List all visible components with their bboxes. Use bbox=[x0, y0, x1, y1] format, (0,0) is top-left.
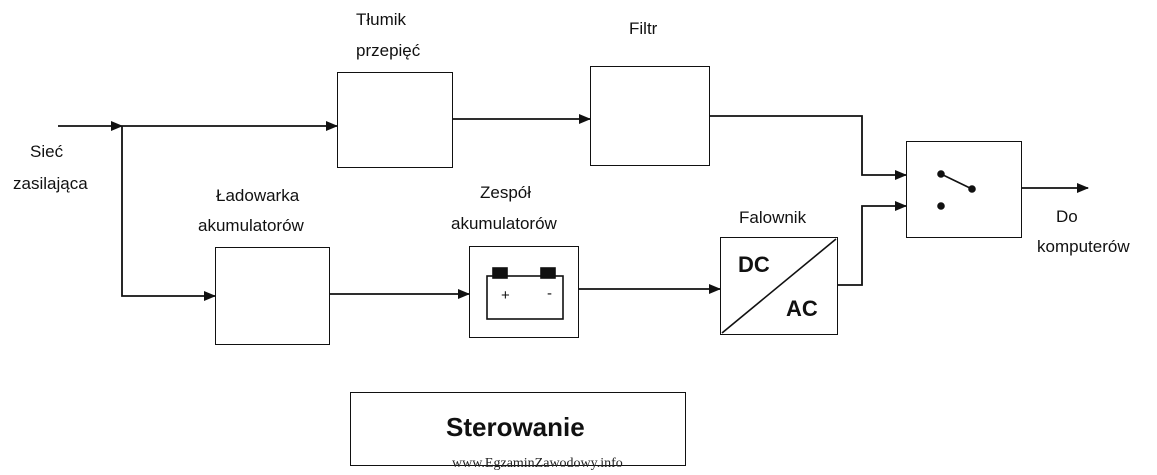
control-box bbox=[350, 392, 686, 466]
battery-icon bbox=[486, 267, 564, 320]
line-inverter-to-switch bbox=[838, 201, 907, 286]
output-label-1: Do bbox=[1056, 207, 1078, 226]
battery-pack-label-2: akumulatorów bbox=[451, 214, 557, 233]
charger-box bbox=[215, 247, 330, 345]
charger-label-1: Ładowarka bbox=[216, 186, 300, 205]
filter-label: Filtr bbox=[629, 19, 658, 38]
line-to-charger bbox=[121, 126, 216, 301]
output-label-2: komputerów bbox=[1037, 237, 1130, 256]
battery-box bbox=[469, 246, 579, 338]
line-filter-to-switch bbox=[710, 115, 907, 180]
surge-suppressor-box bbox=[337, 72, 453, 168]
suppressor-label-1: Tłumik bbox=[356, 10, 407, 29]
battery-plus-label: + bbox=[501, 287, 510, 304]
watermark: www.EgzaminZawodowy.info bbox=[452, 456, 623, 471]
inverter-label: Falownik bbox=[739, 208, 807, 227]
suppressor-label-2: przepięć bbox=[356, 41, 421, 60]
battery-pack-label-1: Zespół bbox=[480, 183, 532, 202]
dc-label: DC bbox=[738, 252, 770, 277]
switch-icon bbox=[937, 170, 976, 210]
inverter-box bbox=[720, 237, 838, 335]
mains-label-1: Sieć bbox=[30, 142, 64, 161]
inverter-diagonal bbox=[721, 238, 837, 334]
ac-label: AC bbox=[786, 296, 818, 321]
switch-box bbox=[906, 141, 1022, 238]
control-label: Sterowanie bbox=[446, 412, 585, 442]
filter-box bbox=[590, 66, 710, 166]
battery-minus-label: - bbox=[547, 285, 552, 302]
mains-label-2: zasilająca bbox=[13, 174, 88, 193]
charger-label-2: akumulatorów bbox=[198, 216, 304, 235]
